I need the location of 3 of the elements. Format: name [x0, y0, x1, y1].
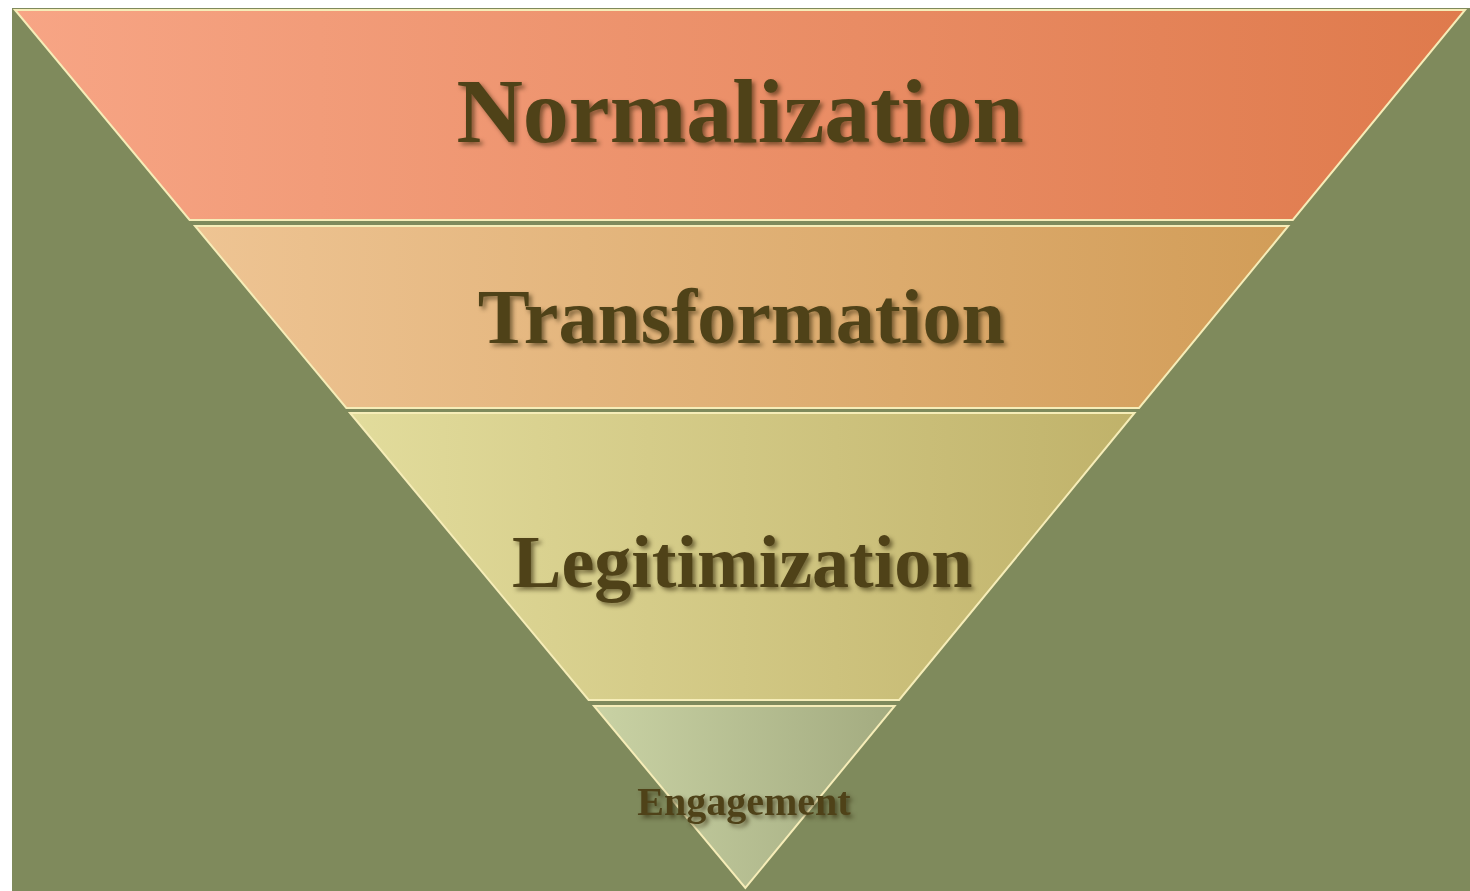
band-label: Normalization — [456, 58, 1024, 164]
band-label: Legitimization — [512, 519, 973, 605]
band-label: Transformation — [477, 272, 1005, 362]
